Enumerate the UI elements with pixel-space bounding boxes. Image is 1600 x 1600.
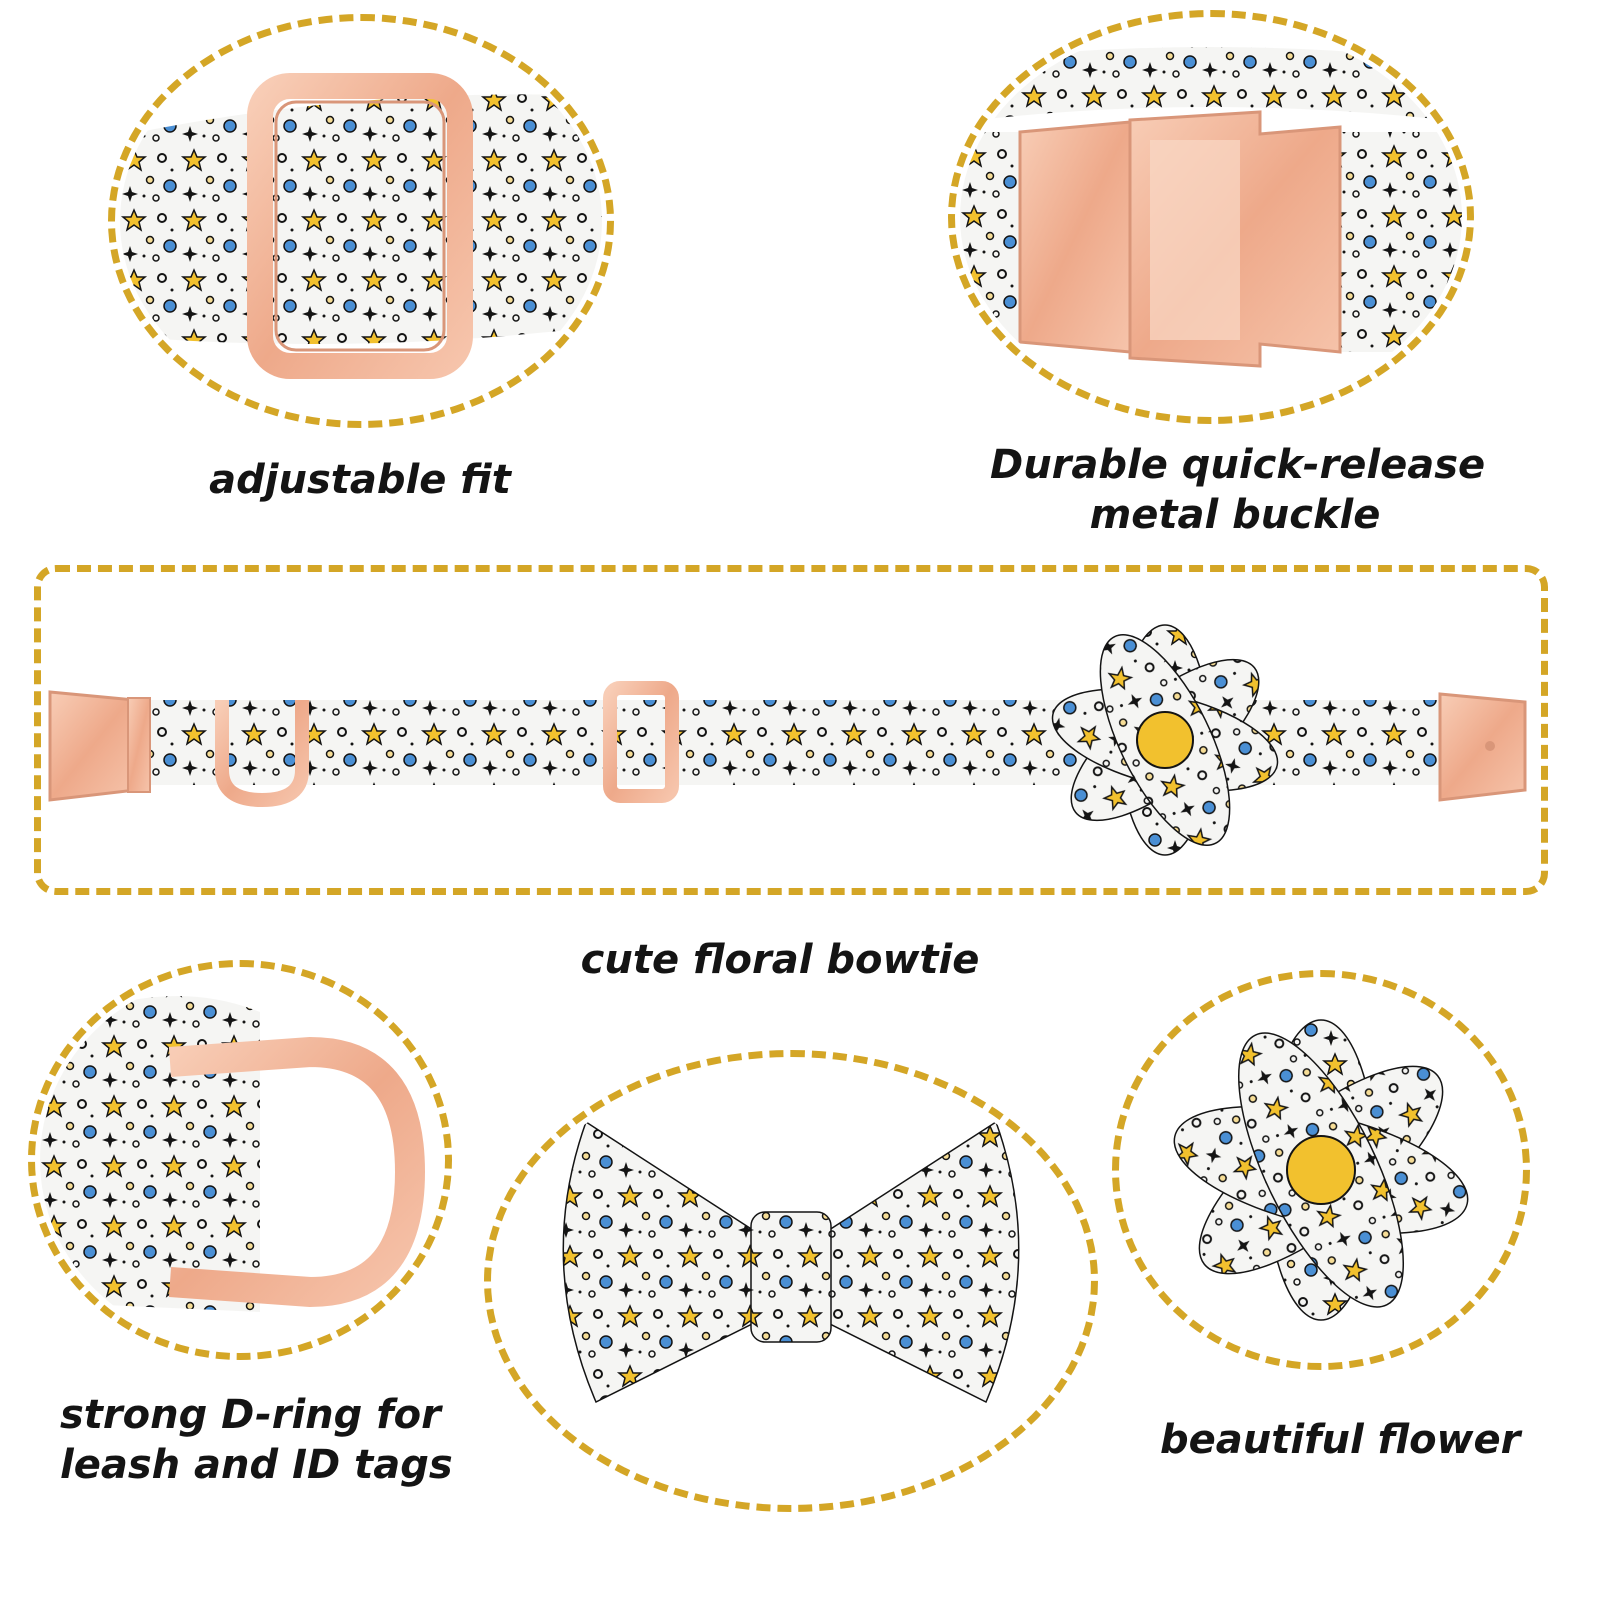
dring-caption: strong D-ring for leash and ID tags xyxy=(60,1392,453,1488)
adjustable-fit-photo xyxy=(120,26,602,416)
flower-frame xyxy=(1112,970,1530,1370)
collar-buckle-left-icon xyxy=(48,690,137,802)
d-ring-icon xyxy=(40,996,426,1312)
collar-flower-icon xyxy=(1051,624,1279,856)
collar-dring-icon xyxy=(215,700,309,808)
slider-buckle-icon xyxy=(120,73,602,379)
bowtie-frame xyxy=(484,1050,1098,1512)
flower-icon xyxy=(1173,1019,1469,1321)
buckle-photo xyxy=(960,22,1462,412)
buckle-frame xyxy=(948,10,1474,424)
adjustable-fit-caption: adjustable fit xyxy=(209,457,511,503)
bow-tie-icon xyxy=(562,1120,1020,1404)
collar-buckle-right-icon xyxy=(1438,692,1527,802)
adjustable-fit-frame xyxy=(108,14,614,428)
buckle-caption: Durable quick-release metal buckle xyxy=(990,442,1486,538)
flower-photo xyxy=(1124,982,1518,1358)
dring-photo xyxy=(40,972,440,1348)
dring-frame xyxy=(28,960,452,1360)
collar-frame xyxy=(34,565,1548,895)
quick-release-buckle-icon xyxy=(960,47,1462,368)
bowtie-photo xyxy=(496,1062,1086,1500)
bowtie-caption: cute floral bowtie xyxy=(580,937,980,983)
collar-slider-icon xyxy=(603,681,679,803)
flower-caption: beautiful flower xyxy=(1160,1417,1521,1463)
